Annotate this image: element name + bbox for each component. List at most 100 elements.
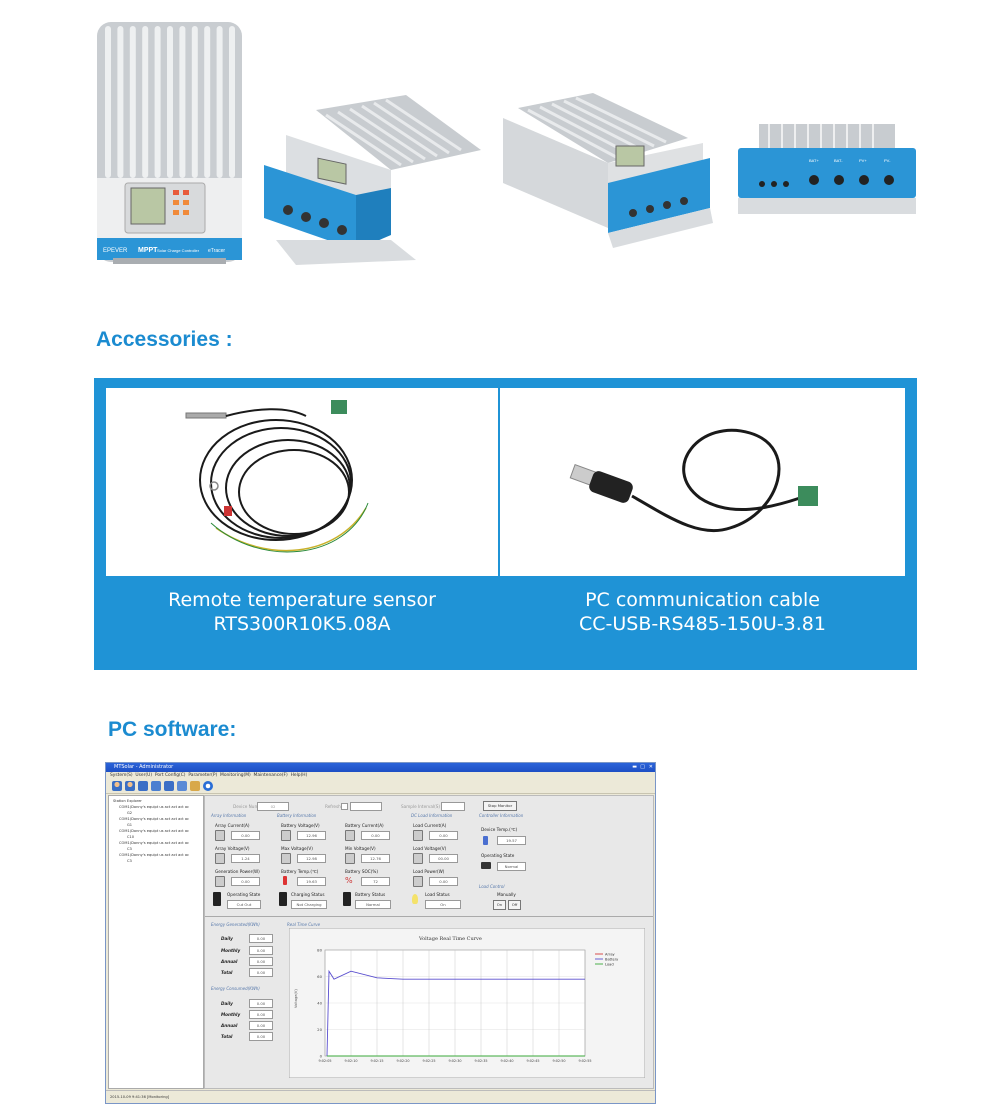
energy-generated-annual-value: 0.00 (249, 957, 273, 966)
menu-user[interactable]: User(U) (135, 773, 153, 778)
port-label-2: BAT- (834, 158, 843, 163)
port-label-3: PV+ (859, 158, 867, 163)
refresh-input[interactable] (350, 802, 382, 811)
menu-monitoring[interactable]: Monitoring(M) (220, 773, 251, 778)
dc-load-info-group: DC Load Information (411, 813, 453, 818)
battery-current-value: 0.00 (361, 831, 390, 840)
controller-icon (481, 862, 491, 869)
refresh-label: Refresh (325, 804, 341, 809)
load-off-button[interactable]: Off (508, 900, 521, 910)
max-voltage-value: 12.98 (297, 854, 326, 863)
x-tick-label: 9:02:50 (552, 1059, 565, 1063)
load-power-value: 0.00 (429, 877, 458, 886)
tree-item[interactable]: Station Explorer (113, 799, 142, 803)
sample-interval-input[interactable] (441, 802, 465, 811)
meter-icon (215, 876, 225, 887)
meter-icon (215, 830, 225, 841)
energy-consumed-daily-value: 0.00 (249, 999, 273, 1008)
users-icon[interactable] (125, 781, 135, 791)
meter-icon (345, 853, 355, 864)
section-divider (205, 916, 653, 917)
battery-temp-value: 19.63 (297, 877, 326, 886)
menu-system[interactable]: System(S) (110, 773, 133, 778)
monitor-panel: Device Num 02 Refresh Sample Interval(S)… (204, 795, 654, 1089)
menu-bar: System(S) User(U) Port Config(C) Paramet… (106, 772, 655, 779)
product-bottom-view: BAT+ BAT- PV+ PV- (734, 120, 920, 222)
energy-generated-daily-label: Daily (221, 936, 233, 941)
x-tick-label: 9:02:45 (526, 1059, 539, 1063)
y-tick-label: 0 (320, 1054, 323, 1059)
battery-status-label: Battery Status (355, 892, 386, 897)
tree-item[interactable]: COM1(Donny's equipt us act act act ac (119, 853, 190, 857)
thermometer-icon (283, 876, 287, 885)
tree-item[interactable]: C3 (127, 847, 132, 851)
generation-power-label: Generation Power(W) (215, 869, 260, 874)
brand-text: EPEVER (103, 248, 128, 254)
print-icon[interactable] (190, 781, 200, 791)
energy-consumed-total-label: Total (221, 1034, 233, 1039)
menu-help[interactable]: Help(H) (290, 773, 308, 778)
pc-software-heading: PC software: (108, 718, 237, 741)
tree-item[interactable]: C3 (127, 859, 132, 863)
min-voltage-label: Min Voltage(V) (345, 846, 376, 851)
energy-generated-monthly-value: 0.00 (249, 946, 273, 955)
chart-title: Voltage Real Time Curve (418, 936, 482, 942)
tree-item[interactable]: G1 (127, 823, 133, 827)
status-text: 2015-10-09 9:41:36 [Monitoring] (110, 1095, 170, 1099)
minimize-icon[interactable]: ▬ (632, 764, 637, 770)
battery-info-group: Battery Information (277, 813, 317, 818)
tree-item[interactable]: G2 (127, 811, 133, 815)
close-icon[interactable]: ✕ (648, 764, 653, 770)
menu-port-config[interactable]: Port Config(C) (154, 773, 186, 778)
series-line-battery (326, 969, 585, 1057)
chart-ylabel: Voltage(V) (294, 989, 298, 1008)
power-icon[interactable] (203, 781, 213, 791)
energy-generated-group: Energy Generated(KWh) (211, 922, 260, 927)
battery-status-icon (343, 892, 351, 906)
energy-generated-monthly-label: Monthly (221, 948, 241, 953)
array-voltage-label: Array Voltage(V) (215, 846, 250, 851)
x-tick-label: 9:02:30 (448, 1059, 461, 1063)
menu-maintenance[interactable]: Maintenance(F) (253, 773, 288, 778)
x-tick-label: 9:02:55 (578, 1059, 591, 1063)
energy-consumed-annual-label: Annual (221, 1023, 238, 1028)
menu-parameter[interactable]: Parameter(P) (188, 773, 218, 778)
label-text: MPPT (138, 247, 158, 254)
tree-item[interactable]: COM1(Donny's equipt us act act act ac (119, 829, 190, 833)
charging-status-value: Not Charging (291, 900, 327, 909)
meter-icon (413, 830, 423, 841)
device-temp-label: Device Temp.(℃) (481, 827, 518, 832)
energy-consumed-daily-label: Daily (221, 1001, 233, 1006)
array-current-label: Array Current(A) (215, 823, 250, 828)
monitor-icon[interactable] (177, 781, 187, 791)
energy-consumed-annual-value: 0.00 (249, 1021, 273, 1030)
legend-label: Battery (605, 957, 619, 961)
generation-power-value: 0.00 (231, 877, 260, 886)
user-icon[interactable] (112, 781, 122, 791)
load-voltage-value: 00.00 (429, 854, 458, 863)
array-voltage-value: 1.24 (231, 854, 260, 863)
software-window: MTSolar - Administrator ▬ □ ✕ System(S) … (105, 762, 656, 1104)
device-num-select[interactable]: 02 (257, 802, 289, 811)
tree-item[interactable]: COM1(Donny's equipt us act act act ac (119, 817, 190, 821)
port-label-1: BAT+ (809, 158, 819, 163)
parameter-icon[interactable] (164, 781, 174, 791)
stop-monitor-button[interactable]: Stop Monitor (483, 801, 517, 811)
product-angle-right-view (498, 88, 728, 268)
accessory-model-sensor: RTS300R10K5.08A (213, 613, 391, 635)
tree-item[interactable]: COM1(Donny's equipt us act act act ac (119, 841, 190, 845)
maximize-icon[interactable]: □ (640, 764, 645, 770)
config-icon[interactable] (151, 781, 161, 791)
tree-item[interactable]: C10 (127, 835, 135, 839)
x-tick-label: 9:02:25 (422, 1059, 435, 1063)
max-voltage-label: Max Voltage(V) (281, 846, 313, 851)
load-voltage-label: Load Voltage(V) (413, 846, 447, 851)
tree-item[interactable]: COM1(Donny's equipt us act act act ac (119, 805, 190, 809)
window-titlebar: MTSolar - Administrator ▬ □ ✕ (106, 763, 655, 772)
y-tick-label: 60 (317, 974, 322, 979)
load-on-button[interactable]: On (493, 900, 506, 910)
percent-icon: % (345, 876, 353, 885)
device-icon[interactable] (138, 781, 148, 791)
array-info-group: Array Information (211, 813, 247, 818)
refresh-checkbox[interactable] (341, 803, 348, 810)
